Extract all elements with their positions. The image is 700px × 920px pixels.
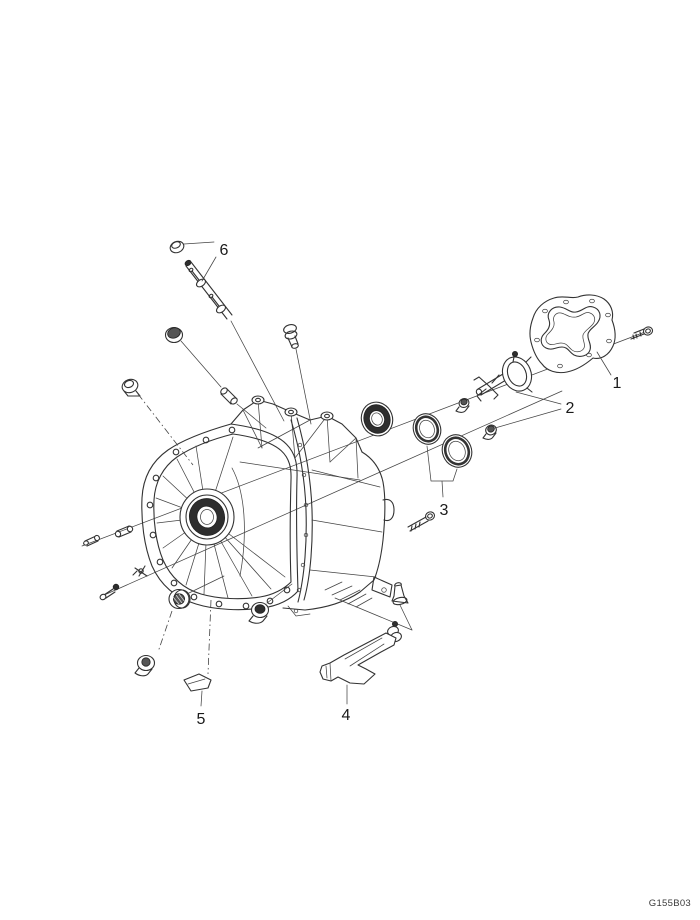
callout-6: 6 [220,242,229,259]
flange-bolt-holes [146,426,291,610]
callout-4: 4 [342,707,351,724]
oil-gutter-assembly [473,350,533,402]
lock-wedge [183,599,212,707]
callout-3: 3 [440,502,449,519]
shift-lever [319,597,413,705]
joint-flange-holes [296,442,309,593]
callout-6-leader [183,241,217,282]
cap-plug [164,326,222,388]
breather-stud-assembly [169,240,285,422]
callout-2: 2 [566,400,575,417]
roll-pin [83,534,100,547]
oil-seal [360,401,394,437]
filler-plug [121,378,194,466]
bearing-bore [179,488,235,546]
o-ring-seal-1 [412,413,442,445]
callout-1: 1 [613,375,622,392]
callout-5: 5 [197,711,206,728]
magnet-plug [248,583,293,624]
sump-hatching [324,581,373,608]
cover-bolt [630,326,654,340]
o-ring-seal-2 [441,434,473,468]
end-cover-plate [529,294,616,376]
callout-labels: 1 2 3 4 5 6 [197,242,622,728]
drain-plug [134,654,156,677]
dowel-sleeve [220,387,267,429]
hex-bolt-small-1 [455,397,470,413]
hex-bolt-small-2 [482,424,497,440]
long-bolt [407,511,436,532]
needle-bearing [157,575,225,653]
main-case-body [141,395,395,617]
funnel-plug [391,582,409,606]
cover-bolt-holes [534,298,612,369]
breather-bolt [283,324,312,425]
callout-3-bracket [426,445,458,498]
spring-sleeve [114,525,134,538]
set-screw [99,583,120,601]
figure-code: G155B03 [649,898,691,909]
retainer-clip [132,565,148,577]
callout-2-leader [494,391,562,429]
